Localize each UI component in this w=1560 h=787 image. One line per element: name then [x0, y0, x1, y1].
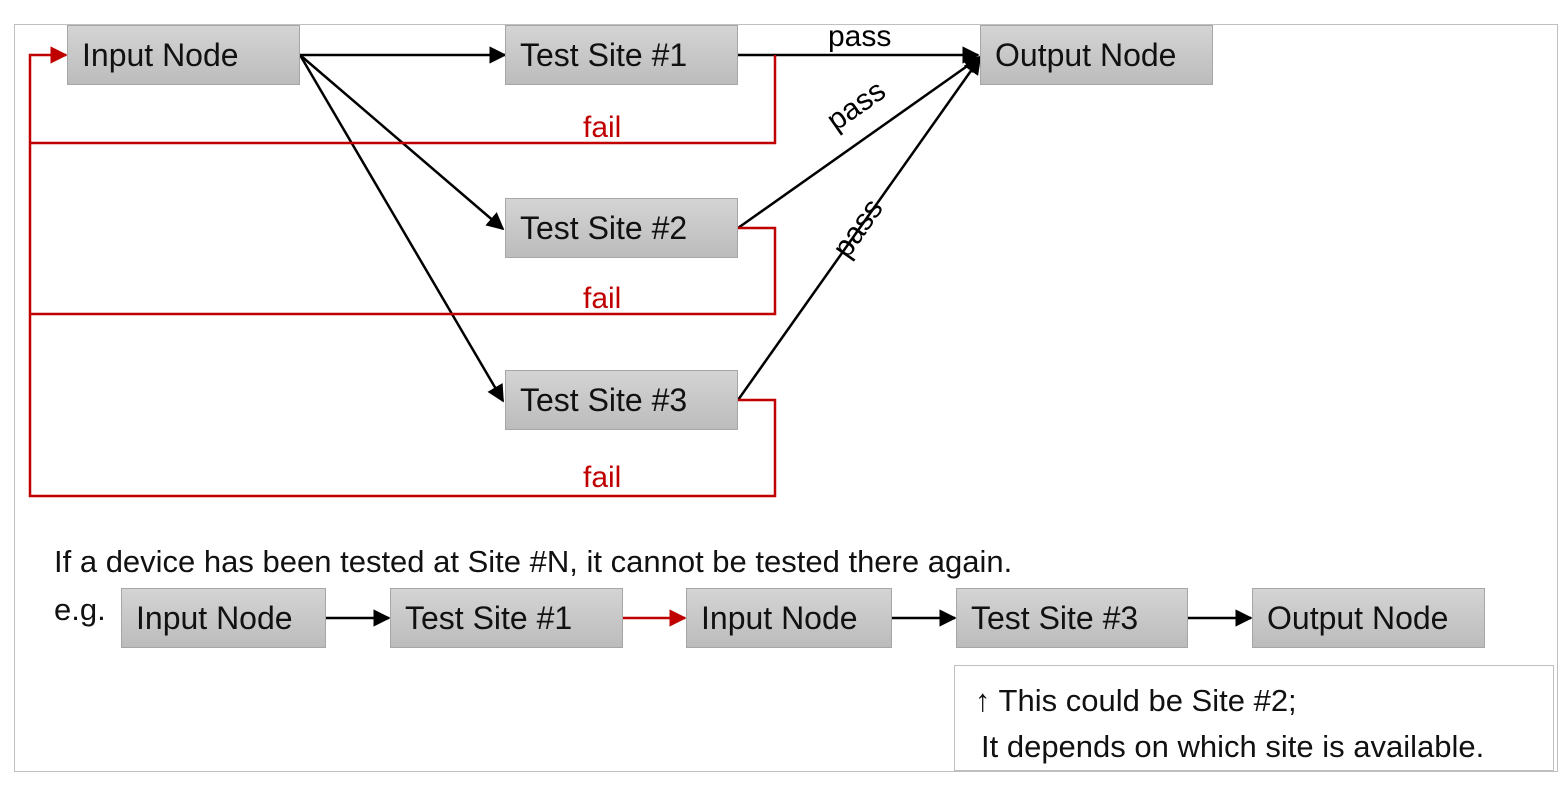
test-site-1-node: Test Site #1 — [505, 25, 738, 85]
figure-frame — [14, 24, 1558, 772]
input-node: Input Node — [67, 25, 300, 85]
note-box: ↑ This could be Site #2; It depends on w… — [954, 665, 1554, 771]
example-node-4: Test Site #3 — [956, 588, 1188, 648]
edge-site2-pass — [737, 55, 982, 230]
edge-site3-pass — [736, 56, 982, 401]
site1-fail-label: fail — [583, 111, 622, 144]
edge-site2-fail — [30, 226, 777, 316]
example-node-1: Input Node — [121, 588, 326, 648]
test-site-3-node: Test Site #3 — [505, 370, 738, 430]
site1-pass-label: pass — [828, 20, 892, 53]
note-line-2: It depends on which site is available. — [981, 729, 1485, 764]
site2-fail-label: fail — [583, 282, 622, 315]
edge-input-to-site3 — [298, 54, 505, 403]
output-node: Output Node — [980, 25, 1213, 85]
example-node-2: Test Site #1 — [390, 588, 623, 648]
example-prefix: e.g. — [54, 592, 106, 627]
note-line-1: ↑ This could be Site #2; — [975, 683, 1297, 718]
edge-site1-fail — [30, 55, 777, 145]
example-node-5: Output Node — [1252, 588, 1485, 648]
edge-site3-fail — [28, 46, 777, 498]
example-node-3: Input Node — [686, 588, 892, 648]
test-site-2-node: Test Site #2 — [505, 198, 738, 258]
rule-text: If a device has been tested at Site #N, … — [54, 544, 1013, 579]
site3-fail-label: fail — [583, 461, 622, 494]
